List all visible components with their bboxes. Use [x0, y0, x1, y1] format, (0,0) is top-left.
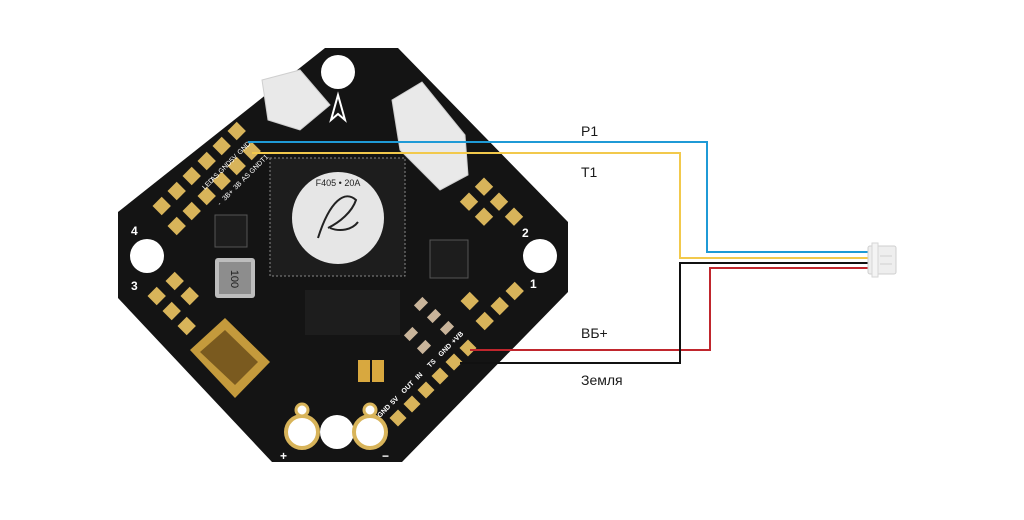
mcu-chip [269, 157, 406, 277]
power-pad-minus [352, 414, 388, 450]
jst-connector [867, 242, 897, 278]
motor-number-2: 2 [522, 226, 529, 240]
power-label-plus: + [280, 449, 287, 463]
pad-label: TS [426, 358, 438, 370]
top-right-connector [391, 81, 469, 191]
mount-hole-top [321, 55, 355, 89]
via-plus [294, 402, 310, 418]
inductor: 100 [215, 258, 255, 298]
flight-controller-board: F405 • 20A 100 2 1 3 4 + − LED AS GND [118, 48, 568, 463]
pad-label: IN [414, 372, 424, 382]
power-pad-plus [284, 414, 320, 450]
wire-label-tx: T1 [581, 164, 598, 180]
inductor-marking: 100 [228, 270, 240, 288]
mount-hole-right [523, 239, 557, 273]
brand-logo-icon [317, 195, 359, 239]
chip-label-text: F405 • 20A [316, 178, 361, 188]
gyro-ic [429, 239, 469, 279]
pad-label: AS [240, 172, 252, 184]
usb-port [190, 318, 270, 398]
pad-label: 5V [228, 153, 239, 164]
top-left-connector [261, 69, 331, 131]
power-label-minus: − [382, 449, 389, 463]
pad-label: - [216, 200, 223, 207]
pad-row-top-left [152, 121, 261, 236]
chip-label-disc [292, 172, 384, 264]
mount-hole-bottom [320, 415, 354, 449]
wire-vbat [470, 267, 868, 351]
wire-label-vbat: ВБ+ [581, 325, 608, 341]
wire-gnd [460, 262, 868, 364]
secondary-ic [305, 290, 400, 335]
wire-label-gnd: Земля [581, 372, 623, 388]
pad-row-bottom-left [147, 271, 199, 336]
pad-row-right [459, 177, 524, 331]
via-minus [362, 402, 378, 418]
pad-label: 3B [232, 180, 243, 191]
wire-label-rx: P1 [581, 123, 599, 139]
regulator-ic [214, 214, 248, 248]
mount-hole-left [130, 239, 164, 273]
capacitors [358, 296, 455, 382]
pad-row-bottom-right [389, 339, 477, 427]
pad-label: 5V [389, 395, 400, 406]
wire-tx [252, 152, 868, 259]
wires [248, 141, 868, 364]
pad-label: AS [209, 172, 221, 184]
wire-rx [248, 141, 868, 253]
motor-number-3: 3 [131, 279, 138, 293]
motor-number-1: 1 [530, 277, 537, 291]
direction-arrow-icon [329, 91, 347, 123]
motor-number-4: 4 [131, 224, 138, 238]
pad-label: T1 [259, 154, 270, 165]
